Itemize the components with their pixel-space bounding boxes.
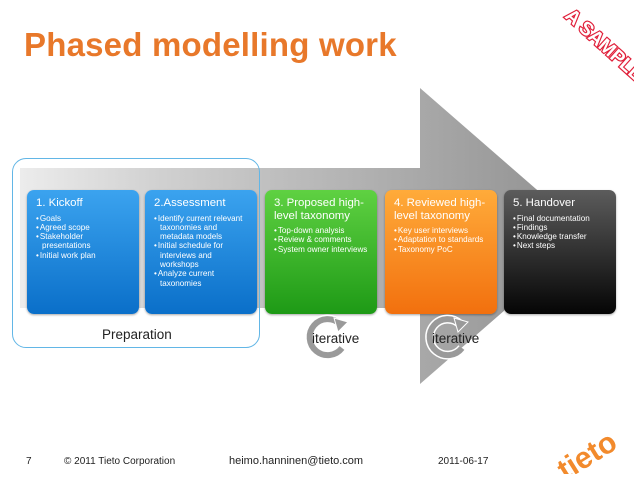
phase-title: 1. Kickoff: [36, 197, 83, 209]
sample-stamp: A SAMPLE: [560, 4, 634, 87]
phase-bullet: Knowledge transfer: [513, 232, 610, 241]
phase-title: 5. Handover: [513, 197, 576, 209]
logo-text: tieto: [552, 425, 623, 474]
phase-bullet: System owner interviews: [274, 245, 371, 254]
copyright: © 2011 Tieto Corporation: [64, 456, 176, 467]
phase-bullet: Goals: [36, 214, 133, 223]
author-email: heimo.hanninen@tieto.com: [229, 455, 364, 467]
preparation-group: [12, 158, 260, 348]
phase-card-handover: 5. Handover Final documentation Findings…: [504, 190, 616, 314]
phase-bullet: Initial work plan: [36, 251, 133, 260]
phase-bullet: Review & comments: [274, 235, 371, 244]
phase-title: 2.Assessment: [154, 197, 226, 209]
page-title: Phased modelling work: [24, 26, 397, 63]
iterative-cycle-icon: [305, 314, 349, 360]
phase-bullet: Agreed scope: [36, 223, 133, 232]
phase-bullet: Key user interviews: [394, 226, 491, 235]
phase-bullet: Identify current relevant taxonomies and…: [154, 214, 251, 242]
phase-bullet: Analyze current taxonomies: [154, 269, 251, 288]
phase-title: 3. Proposed high-level taxonomy: [274, 197, 364, 222]
tieto-logo: tieto: [552, 425, 623, 474]
phase-bullet: Taxonomy PoC: [394, 245, 491, 254]
phase-bullet: Next steps: [513, 241, 610, 250]
iterative-cycle-icon: [425, 314, 469, 360]
phase-bullet: Final documentation: [513, 214, 610, 223]
iterative-label: iterative: [432, 331, 480, 346]
phase-bullet: Adaptation to standards: [394, 235, 491, 244]
presentation-date: 2011-06-17: [438, 456, 489, 467]
phase-bullet: Initial schedule for interviews and work…: [154, 241, 251, 269]
iterative-label: iterative: [312, 331, 360, 346]
phase-title: 4. Reviewed high-level taxonomy: [394, 197, 486, 222]
phase-card-assessment: 2.Assessment Identify current relevant t…: [145, 190, 257, 314]
phase-bullet: Findings: [513, 223, 610, 232]
preparation-label: Preparation: [102, 327, 172, 342]
phase-card-proposed-taxonomy: 3. Proposed high-level taxonomy Top-down…: [265, 190, 377, 314]
phase-bullet: Stakeholder presentations: [36, 232, 133, 251]
page-number: 7: [26, 456, 32, 467]
phase-bullet: Top-down analysis: [274, 226, 371, 235]
phase-card-reviewed-taxonomy: 4. Reviewed high-level taxonomy Key user…: [385, 190, 497, 314]
phase-card-kickoff: 1. Kickoff Goals Agreed scope Stakeholde…: [27, 190, 139, 314]
